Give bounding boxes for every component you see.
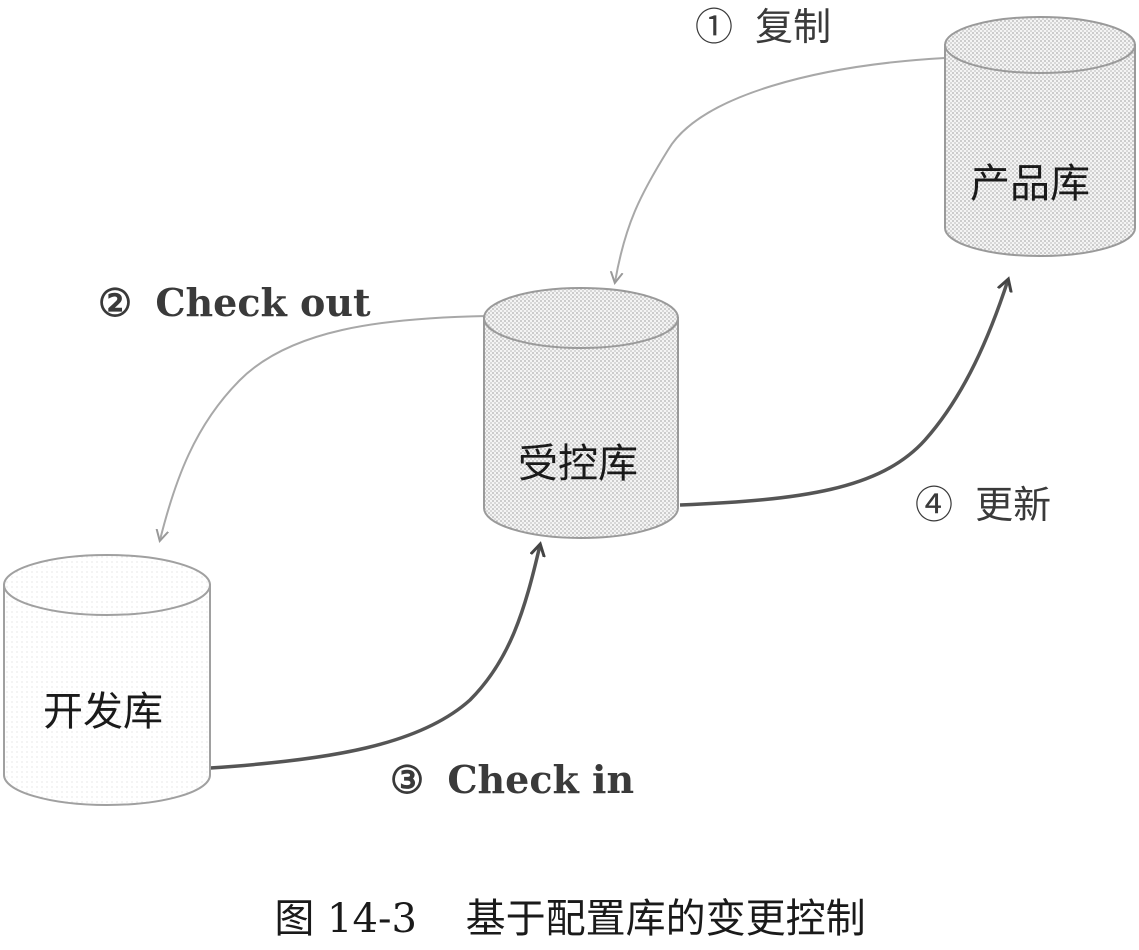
controlled-repository-label: 受控库 bbox=[518, 441, 638, 487]
step-copy-text: 复制 bbox=[755, 5, 831, 49]
development-repository-label: 开发库 bbox=[43, 689, 163, 735]
step-copy-marker: ① bbox=[695, 5, 733, 49]
figure-caption: 图 14-3 基于配置库的变更控制 bbox=[274, 896, 865, 942]
step-update-text: 更新 bbox=[975, 483, 1051, 527]
development-repository: 开发库 bbox=[3, 554, 211, 806]
figure-title: 基于配置库的变更控制 bbox=[466, 896, 866, 942]
product-repository-label: 产品库 bbox=[970, 161, 1090, 207]
step-check-in-marker: ③ bbox=[390, 757, 424, 802]
step-update-label: ④ 更新 bbox=[915, 483, 1051, 527]
step-copy-label: ① 复制 bbox=[695, 5, 831, 49]
step-check-out-label: ② Check out bbox=[98, 280, 371, 325]
controlled-repository: 受控库 bbox=[483, 287, 679, 539]
step-update-marker: ④ bbox=[915, 483, 953, 527]
step-check-out-text: Check out bbox=[155, 280, 371, 325]
step-check-in-text: Check in bbox=[447, 757, 634, 802]
step-check-in-label: ③ Check in bbox=[390, 757, 634, 802]
step-check-out-marker: ② bbox=[98, 280, 132, 325]
arrow-update bbox=[679, 280, 1008, 507]
arrow-check-out bbox=[160, 315, 488, 540]
product-repository: 产品库 bbox=[944, 16, 1136, 257]
figure-number: 图 14-3 bbox=[274, 896, 417, 942]
arrow-copy bbox=[615, 57, 946, 282]
arrow-check-in bbox=[209, 545, 540, 770]
